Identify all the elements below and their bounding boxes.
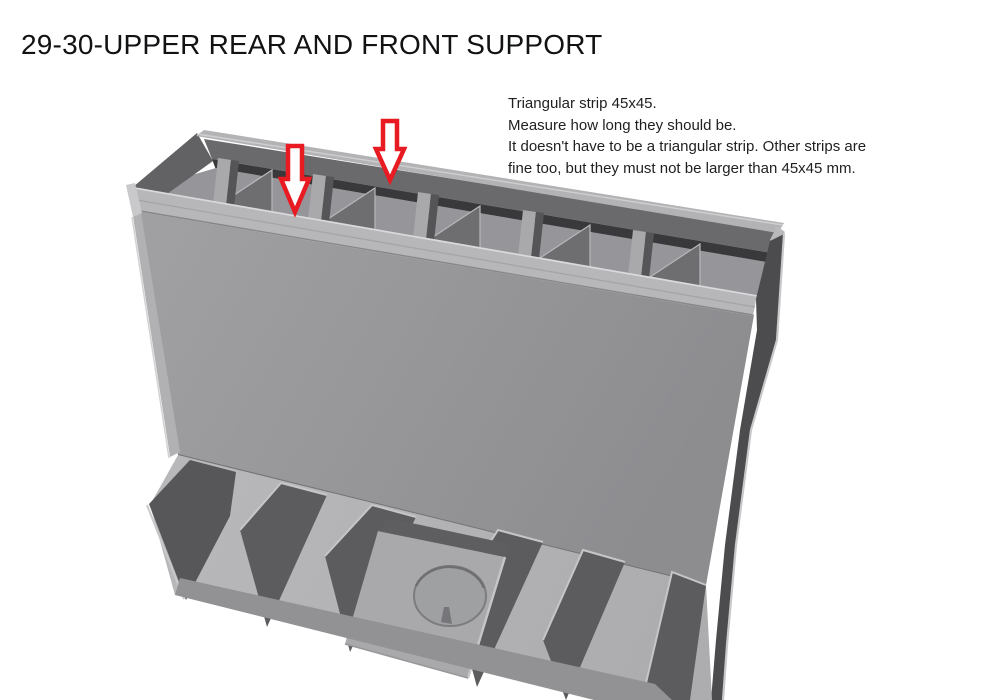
divider-panel-4 — [518, 210, 544, 259]
base-fin-4 — [543, 550, 625, 700]
recess-back-wall — [378, 518, 509, 557]
divider-panel-3 — [413, 192, 439, 241]
base-fin-5 — [642, 572, 706, 700]
back-top-edge — [196, 130, 784, 233]
right-side-panel — [711, 226, 786, 700]
divider-panel-2 — [308, 174, 334, 223]
back-inner-band — [204, 139, 779, 253]
hole-notch — [441, 607, 452, 624]
page-title: 29-30-UPPER REAR AND FRONT SUPPORT — [21, 28, 603, 60]
annotation-line-4: fine too, but they must not be larger th… — [508, 159, 856, 177]
divider-panel-1 — [213, 158, 239, 207]
red-arrow-right — [372, 118, 408, 186]
base-skirt — [175, 578, 672, 700]
left-upper-wall — [133, 133, 213, 209]
base-assembly — [146, 455, 712, 700]
front-rail — [126, 183, 758, 316]
top-shadow-gap — [212, 159, 772, 264]
divider-panel-5 — [628, 230, 654, 279]
left-end-panel — [149, 460, 236, 600]
annotation-text: Triangular strip 45x45. Measure how long… — [508, 93, 866, 179]
annotation-line-1: Triangular strip 45x45. — [508, 95, 657, 112]
red-arrow-left — [277, 143, 313, 218]
annotation-line-2: Measure how long they should be. — [508, 116, 737, 134]
base-fin-1 — [240, 483, 327, 627]
main-front-panel — [140, 211, 754, 585]
left-side-panel — [133, 213, 180, 457]
top-assembly — [133, 130, 784, 300]
divider-panels — [213, 158, 654, 279]
annotation-line-3: It doesn't have to be a triangular strip… — [508, 138, 867, 155]
rail-left-end — [126, 183, 142, 217]
